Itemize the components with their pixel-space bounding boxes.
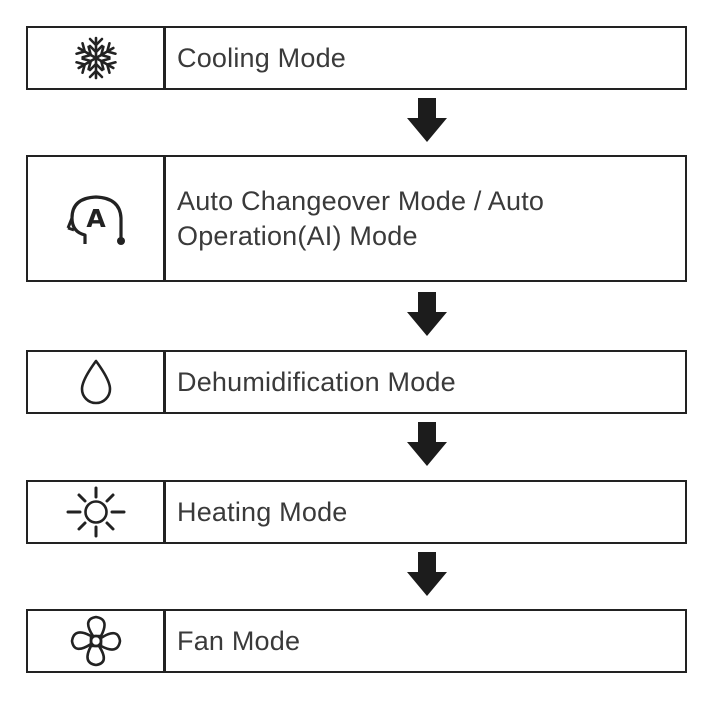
mode-label-dehumidification: Dehumidification Mode (177, 366, 456, 397)
mode-box-fan: Fan Mode (26, 609, 687, 673)
mode-box-cooling: Cooling Mode (26, 26, 687, 90)
sun-icon (66, 486, 125, 538)
mode-label-cooling: Cooling Mode (177, 42, 347, 73)
down-arrow-icon (407, 292, 447, 336)
water-drop-icon (80, 359, 111, 405)
snowflake-icon (73, 36, 118, 80)
icon-cell (28, 352, 166, 412)
down-arrow-icon (407, 552, 447, 596)
mode-box-heating: Heating Mode (26, 480, 687, 544)
auto-mode-icon: A (66, 194, 125, 245)
mode-box-dehumidification: Dehumidification Mode (26, 350, 687, 414)
mode-label-heating: Heating Mode (177, 496, 348, 527)
down-arrow-icon (407, 98, 447, 142)
fan-icon (70, 615, 121, 667)
icon-cell (28, 611, 166, 671)
auto-mode-letter: A (86, 204, 106, 233)
down-arrow-icon (407, 422, 447, 466)
icon-cell: A (28, 157, 166, 280)
mode-box-auto: A Auto Changeover Mode / Auto Operation(… (26, 155, 687, 282)
icon-cell (28, 482, 166, 542)
mode-label-auto: Auto Changeover Mode / Auto Operation(AI… (177, 185, 545, 251)
mode-label-fan: Fan Mode (177, 625, 301, 656)
icon-cell (28, 28, 166, 88)
